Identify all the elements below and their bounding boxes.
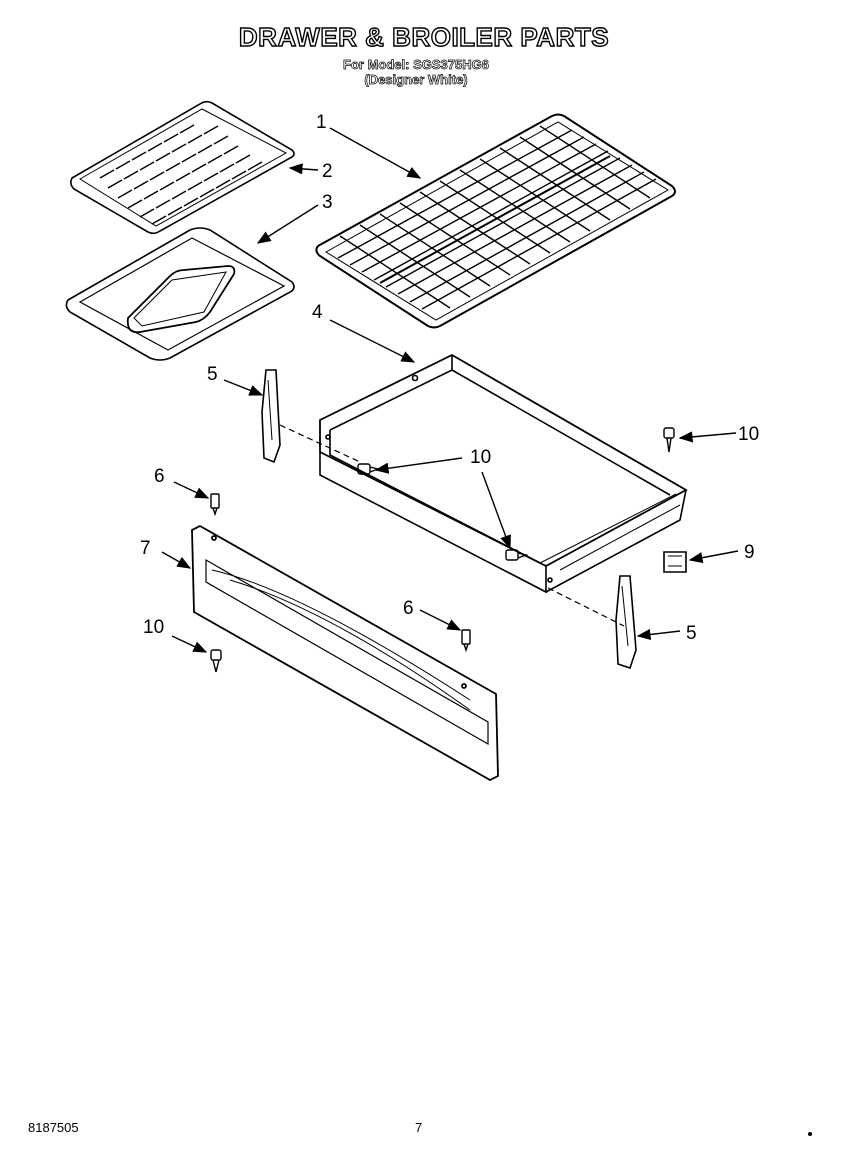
slide-alignment-line-left <box>279 424 361 463</box>
slide-alignment-line-right <box>547 587 625 627</box>
callout-6-left: 6 <box>154 466 165 487</box>
callout-10-left: 10 <box>143 617 164 638</box>
callout-5-right: 5 <box>686 623 697 644</box>
drawer-clip <box>663 551 687 573</box>
callout-4: 4 <box>312 302 323 323</box>
callout-6-right: 6 <box>403 598 414 619</box>
storage-drawer-rack <box>315 113 676 329</box>
storage-drawer <box>319 353 688 594</box>
callout-2: 2 <box>322 161 333 182</box>
small-screw-icon <box>210 493 471 653</box>
corner-mark <box>808 1132 812 1136</box>
callout-5-left: 5 <box>207 364 218 385</box>
callout-3: 3 <box>322 192 333 213</box>
callout-leaders <box>161 127 739 653</box>
broiler-pan-grid <box>70 100 295 235</box>
page-title: DRAWER & BROILER PARTS <box>238 21 610 52</box>
drawer-slide-left <box>261 369 281 464</box>
broiler-pan <box>65 227 295 361</box>
screw-icon <box>210 427 675 673</box>
callout-9: 9 <box>744 542 755 563</box>
callout-10-center: 10 <box>470 447 491 468</box>
drawer-slide-right <box>615 575 637 670</box>
callout-10-right: 10 <box>738 424 759 445</box>
model-line: For Model: SGS375HG6 <box>343 57 490 73</box>
drawer-front-panel <box>191 524 499 782</box>
callout-1: 1 <box>316 112 327 133</box>
document-number: 8187505 <box>28 1120 79 1135</box>
callout-7: 7 <box>140 538 151 559</box>
page-number: 7 <box>415 1120 423 1135</box>
color-line: (Designer White) <box>364 72 468 88</box>
